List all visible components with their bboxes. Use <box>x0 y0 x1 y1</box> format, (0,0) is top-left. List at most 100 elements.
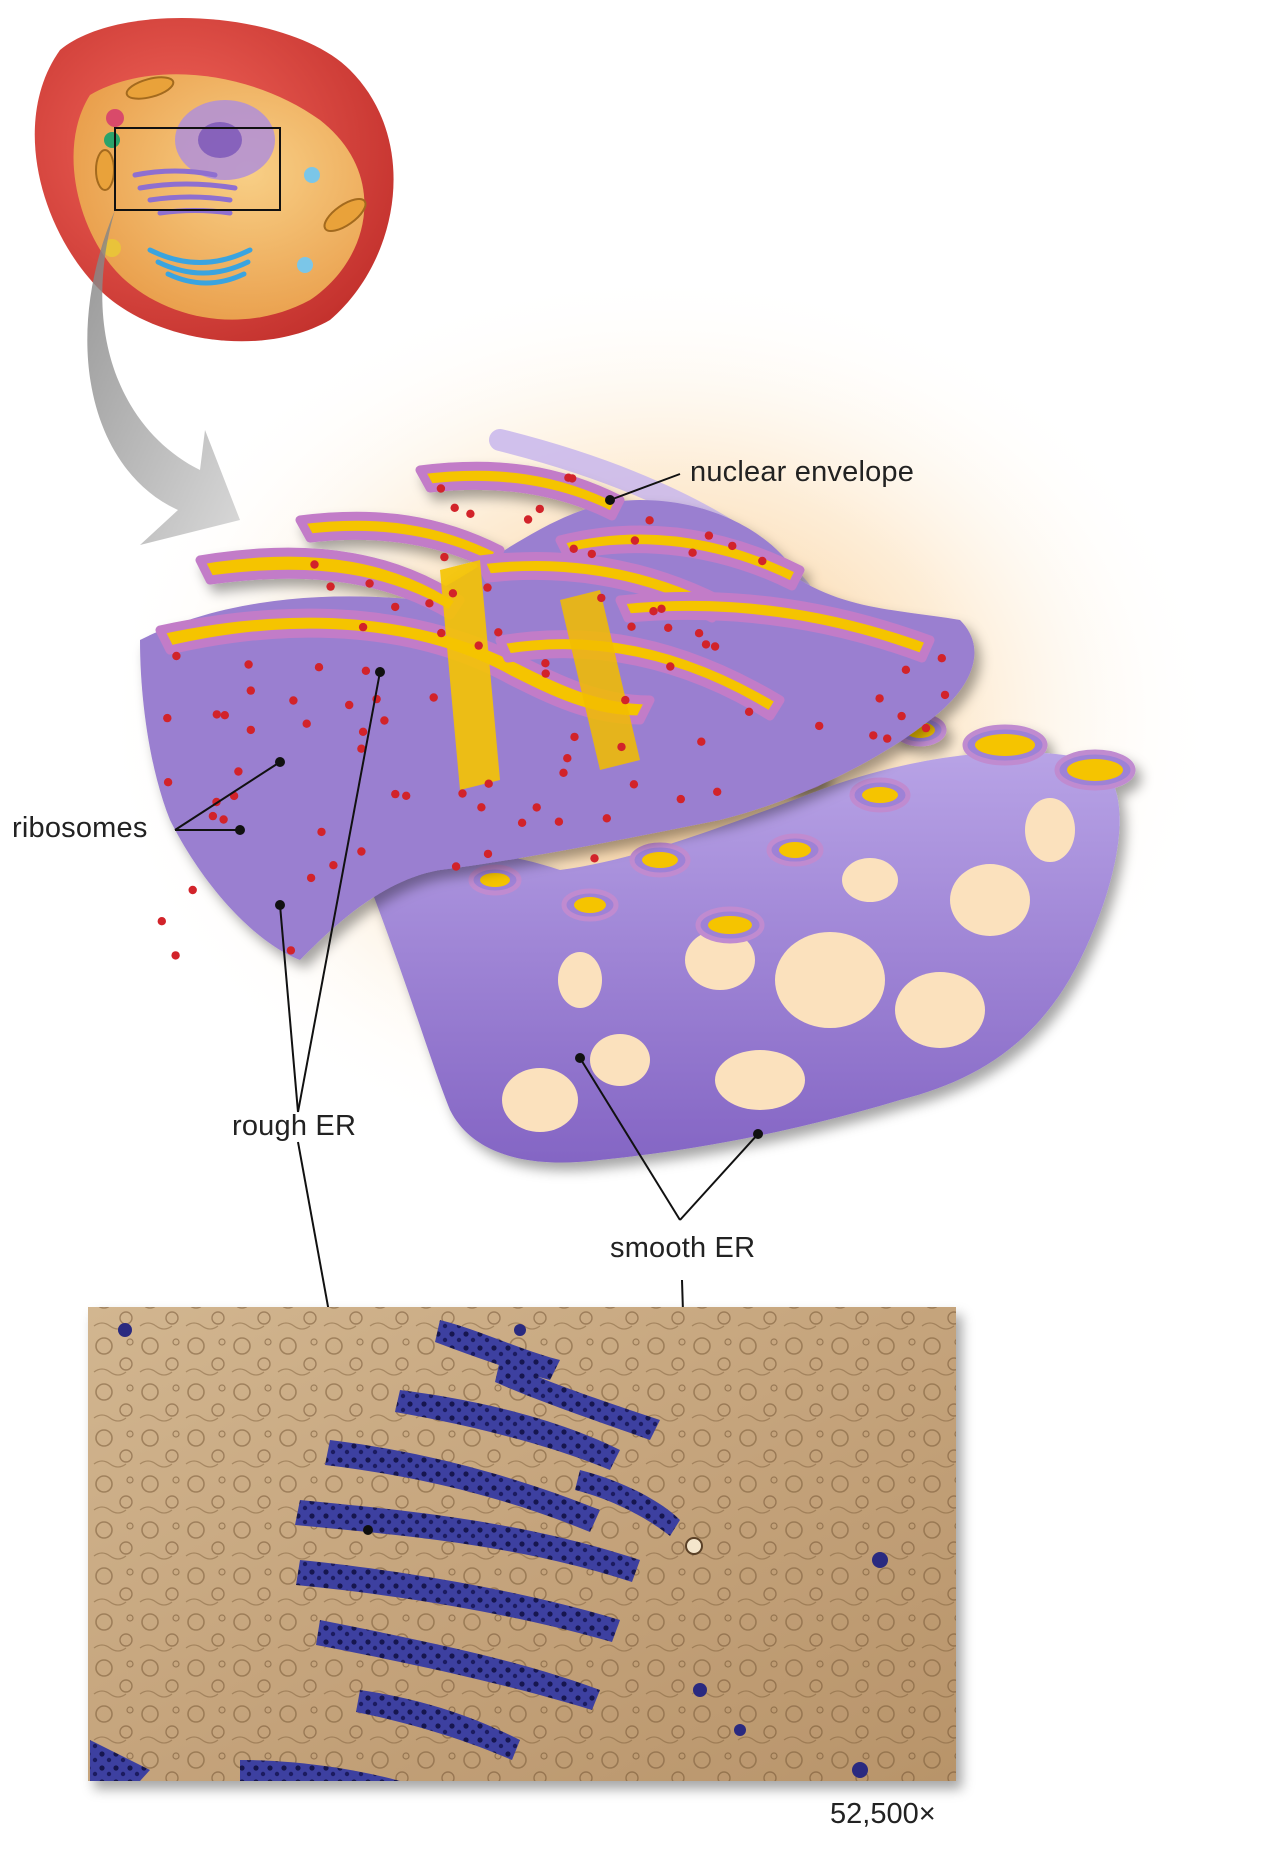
ribosome-dot <box>365 579 374 588</box>
ribosome-dot <box>437 628 446 638</box>
ribosome-dot <box>627 622 636 631</box>
ribosome-dot <box>172 651 181 661</box>
ribosome-dot <box>429 693 438 702</box>
stained-rough-er <box>90 1320 680 1781</box>
label-nuclear-envelope: nuclear envelope <box>690 456 915 488</box>
smooth-er-target-marker <box>685 1537 703 1555</box>
ribosome-dot <box>621 695 630 705</box>
ribosome-dot <box>869 731 878 740</box>
ribosome-dot <box>483 849 493 859</box>
ribosome-dot <box>402 791 411 800</box>
cell-overview <box>34 17 394 342</box>
ribosome-dot <box>617 742 626 752</box>
ribosome-dot <box>171 951 180 960</box>
label-smooth-er: smooth ER <box>610 1232 756 1264</box>
ribosome-dot <box>474 641 483 650</box>
ribosome-dot <box>535 504 544 514</box>
ribosome-dot <box>657 604 666 613</box>
ribosome-dot <box>163 778 173 787</box>
ribosome-dot <box>451 862 461 871</box>
zoom-region-box <box>114 127 281 211</box>
ribosome-dot <box>357 847 366 856</box>
ribosome-dot <box>484 779 493 788</box>
ribosome-dot <box>244 660 253 669</box>
ribosome-dot <box>532 803 541 812</box>
ribosome-dot <box>219 815 228 824</box>
ribosome-dot <box>483 583 492 592</box>
ribosome-dot <box>554 817 564 826</box>
ribosome-dot <box>246 686 255 695</box>
ribosome-dot <box>391 789 400 799</box>
ribosome-dot <box>883 734 892 743</box>
ribosome-dot <box>494 628 503 637</box>
ribosome-dot <box>710 642 720 651</box>
ribosome-dot <box>815 721 824 731</box>
ribosome-dot <box>358 727 368 736</box>
ribosome-dot <box>361 666 371 675</box>
ribosome-dot <box>694 629 704 638</box>
ribosome-dot <box>897 711 906 721</box>
ribosome-dot <box>666 662 675 671</box>
ribosome-dot <box>630 536 640 545</box>
ribosome-dot <box>921 723 931 733</box>
ribosome-dot <box>676 794 685 804</box>
ribosome-dot <box>380 716 389 725</box>
ribosome-dot <box>758 556 767 566</box>
ribosome-dot <box>358 622 368 632</box>
ribosome-dot <box>664 623 673 632</box>
ribosome-dot <box>937 654 946 663</box>
magnification-label: 52,500× <box>830 1798 936 1830</box>
leader-dots <box>235 495 763 1139</box>
ribosome-dot <box>163 713 172 723</box>
ribosome-dot <box>590 854 599 863</box>
ribosome-dot <box>286 946 296 955</box>
ribosome-dot <box>391 602 400 612</box>
ribosome-dot <box>289 696 298 705</box>
ribosome-dot <box>597 593 606 603</box>
ribosome-dot <box>629 780 639 789</box>
ribosome-dot <box>570 732 579 742</box>
ribosome-dot <box>541 669 550 678</box>
ribosome-dot <box>314 663 324 672</box>
ribosome-dot <box>306 873 316 883</box>
ribosome-dot <box>440 552 449 562</box>
ribosome-dot <box>157 917 166 926</box>
ribosome-dot <box>713 787 722 796</box>
ribosome-dot <box>541 659 550 668</box>
ribosome-dot <box>326 582 335 591</box>
ribosome-dot <box>649 607 658 616</box>
ribosome-dots <box>157 473 950 960</box>
ribosome-dot <box>302 719 311 728</box>
ribosome-dot <box>450 503 459 512</box>
ribosome-dot <box>688 548 697 557</box>
ribosome-dot <box>234 767 243 776</box>
ribosome-dot <box>246 725 255 735</box>
ribosome-dot <box>208 811 218 821</box>
micrograph <box>88 1307 956 1781</box>
ribosome-dot <box>728 541 737 551</box>
ribosome-dot <box>569 544 578 553</box>
ribosome-dot <box>559 768 568 777</box>
mini-golgi <box>147 247 253 286</box>
smooth-er-network <box>360 713 1136 1163</box>
ribosome-dot <box>704 531 714 540</box>
ribosome-dot <box>357 744 366 753</box>
ribosome-dot <box>645 516 654 525</box>
ribosome-dot <box>602 814 611 823</box>
ribosome-dot <box>212 710 221 719</box>
ribosome-dot <box>425 599 434 608</box>
label-ribosomes: ribosomes <box>12 812 148 844</box>
ribosome-dot <box>220 711 229 720</box>
ribosome-dot <box>188 885 197 895</box>
ribosome-dot <box>587 549 596 559</box>
ribosome-dot <box>940 690 950 700</box>
nucleolus <box>198 122 242 158</box>
ribosome-dot <box>436 484 446 493</box>
ribosome-dot <box>744 707 754 716</box>
ribosome-dot <box>563 754 572 763</box>
ribosome-dot <box>317 827 326 837</box>
ribosome-dot <box>310 560 319 569</box>
ribosome-dot <box>458 789 467 798</box>
